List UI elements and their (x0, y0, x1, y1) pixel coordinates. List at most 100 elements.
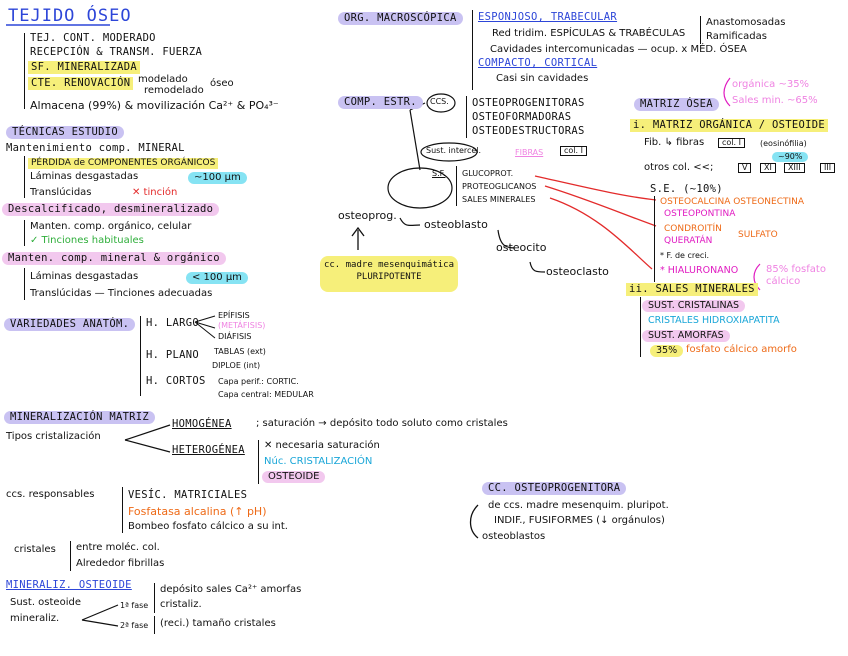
mineral-label: cristales (14, 544, 56, 555)
bracket (24, 220, 25, 246)
intro-line: CTE. RENOVACIÓN (28, 77, 134, 90)
intro-modelado: modelado (138, 74, 188, 85)
comp-estr-heading: COMP. ESTR. (338, 96, 423, 109)
eosinofilia: (eosinófilia) (760, 139, 807, 148)
osteocito-label: osteocito (496, 241, 547, 254)
tecnica-item: Descalcificado, desmineralizado (2, 203, 220, 216)
cell-type: OSTEOFORMADORAS (472, 111, 572, 123)
esponjoso-sub: Ramificadas (706, 31, 767, 42)
bracket (154, 583, 155, 613)
intro-line: Almacena (99%) & movilización Ca²⁺ & PO₄… (30, 99, 279, 112)
bracket (700, 16, 701, 44)
heterogenea-item: OSTEOIDE (262, 471, 326, 483)
osteoide-item: (reci.) tamaño cristales (160, 618, 276, 629)
cristales-item: Alrededor fibrillas (76, 558, 165, 569)
sf-protein: OSTEOCALCINA OSTEONECTINA (660, 197, 805, 207)
fdc-label: * F. de creci. (660, 251, 710, 260)
bracket (466, 96, 467, 138)
col-type: III (820, 163, 836, 173)
hidroxiapatita-label: CRISTALES HIDROXIAPATITA (648, 315, 780, 326)
sust-label: Sust. intercel. (426, 146, 482, 155)
tecnica-sub: PÉRDIDA de COMPONENTES ORGÁNICOS (28, 158, 219, 169)
sf-gag: CONDROITÍN (664, 224, 722, 234)
osteoide-item: depósito sales Ca²⁺ amorfas (160, 584, 302, 595)
sf-item: GLUCOPROT. (462, 169, 514, 178)
bracket (70, 541, 71, 571)
tecnica-sub: Translúcidas (30, 187, 92, 198)
resp-item: VESÍC. MATRICIALES (128, 489, 248, 501)
sf-item: PROTEOGLICANOS (462, 182, 537, 191)
col-label: col. I (560, 146, 587, 156)
compacto-item: Casi sin cavidades (496, 73, 589, 84)
tecnica-sub: Láminas desgastadas (30, 171, 139, 182)
osteoprog-label: osteoprog. (338, 209, 397, 222)
fibras-line: Fib. ↳ fibras (644, 137, 705, 148)
tecnica-item: Manten. comp. mineral & orgánico (2, 252, 226, 265)
sf-gag: QUERATÁN (664, 236, 713, 246)
osteoide-item: cristaliz. (160, 599, 202, 610)
bone-type: H. PLANO (146, 349, 199, 361)
bracket (24, 156, 25, 198)
bone-part: Capa perif.: CORTIC. (218, 377, 299, 386)
bracket (640, 297, 641, 357)
osteoide-label: mineraliz. (10, 613, 60, 624)
sf-pct: S.E. (~10%) (650, 183, 723, 195)
hialuronano-label: * HIALURONANO (660, 265, 739, 276)
pct90-badge: ~90% (772, 152, 809, 162)
cc-osteoprog-item: osteoblastos (482, 531, 546, 542)
bracket (140, 316, 141, 396)
cc-osteoprog-item: INDIF., FUSIFORMES (↓ orgánulos) (494, 515, 665, 526)
osteoide-heading: MINERALIZ. OSTEOIDE (6, 579, 132, 591)
osteoclasto-label: osteoclasto (546, 265, 609, 278)
matriz-pct: Sales min. ~65% (732, 95, 818, 106)
fase-label: 1ª fase (120, 601, 149, 610)
esponjoso-item: Red tridim. ESPÍCULAS & TRABÉCULAS (492, 28, 686, 39)
osteoide-label: Sust. osteoide (10, 597, 81, 608)
matriz-heading: MATRIZ ÓSEA (634, 98, 719, 111)
bracket (472, 10, 473, 90)
homogenea-text: ; saturación → depósito todo soluto como… (256, 418, 508, 429)
intro-remodelado: remodelado (144, 85, 204, 96)
bracket (258, 440, 259, 484)
intro-line: SF. MINERALIZADA (28, 61, 140, 74)
otros-col: otros col. <<; (644, 162, 714, 173)
sf-protein: OSTEOPONTINA (664, 209, 736, 219)
tecnica-sub: Manten. comp. orgánico, celular (30, 221, 192, 232)
page-title: TEJIDO ÓSEO (8, 6, 132, 26)
variedades-heading: VARIEDADES ANATÓM. (4, 318, 136, 331)
size-badge: ~100 µm (188, 172, 247, 184)
esponjoso-sub: Anastomosadas (706, 17, 786, 28)
bone-part: TABLAS (ext) (214, 347, 266, 356)
sales-minerales: ii. SALES MINERALES (626, 283, 758, 296)
sulfato-label: SULFATO (738, 230, 778, 240)
mineralizacion-heading: MINERALIZACIÓN MATRIZ (4, 411, 156, 424)
heterogenea-item: Núc. CRISTALIZACIÓN (264, 456, 373, 467)
bone-part: (METÁFISIS) (218, 321, 266, 330)
sf-label: S.F. (432, 169, 446, 178)
bone-part: DIPLOE (int) (212, 361, 261, 370)
intro-line: RECEPCIÓN & TRANSM. FUERZA (30, 46, 203, 58)
x-mark: ✕ tinción (132, 187, 178, 198)
size-badge: < 100 µm (186, 272, 248, 284)
fibras-label: FIBRAS (515, 148, 544, 157)
resp-item: Bombeo fosfato cálcico a su int. (128, 521, 288, 532)
col-type: XIII (784, 163, 805, 173)
mineral-label: ccs. responsables (6, 489, 95, 500)
bone-type: H. LARGO (146, 317, 199, 329)
esponjoso-item: Cavidades intercomunicadas — ocup. x MÉD… (490, 44, 747, 55)
tecnica-sub: ✓ Tinciones habituales (30, 235, 144, 246)
amorfas-text: fosfato cálcico amorfo (686, 344, 797, 355)
osteoblasto-label: osteoblasto (424, 218, 488, 231)
mineral-label: Tipos cristalización (6, 431, 101, 442)
tecnica-sub: Translúcidas — Tinciones adecuadas (30, 288, 213, 299)
fase-label: 2ª fase (120, 621, 149, 630)
amorfas-label: SUST. AMORFAS (642, 330, 730, 342)
bone-type: H. CORTOS (146, 375, 206, 387)
resp-item: Fosfatasa alcalina (↑ pH) (128, 505, 267, 518)
ccs-label: CCS. (430, 97, 449, 106)
bracket (654, 196, 655, 282)
cristalinas-label: SUST. CRISTALINAS (642, 300, 746, 312)
homogenea-label: HOMOGÉNEA (172, 418, 232, 430)
fosfato-note: 85% fosfato cálcico (766, 264, 826, 287)
